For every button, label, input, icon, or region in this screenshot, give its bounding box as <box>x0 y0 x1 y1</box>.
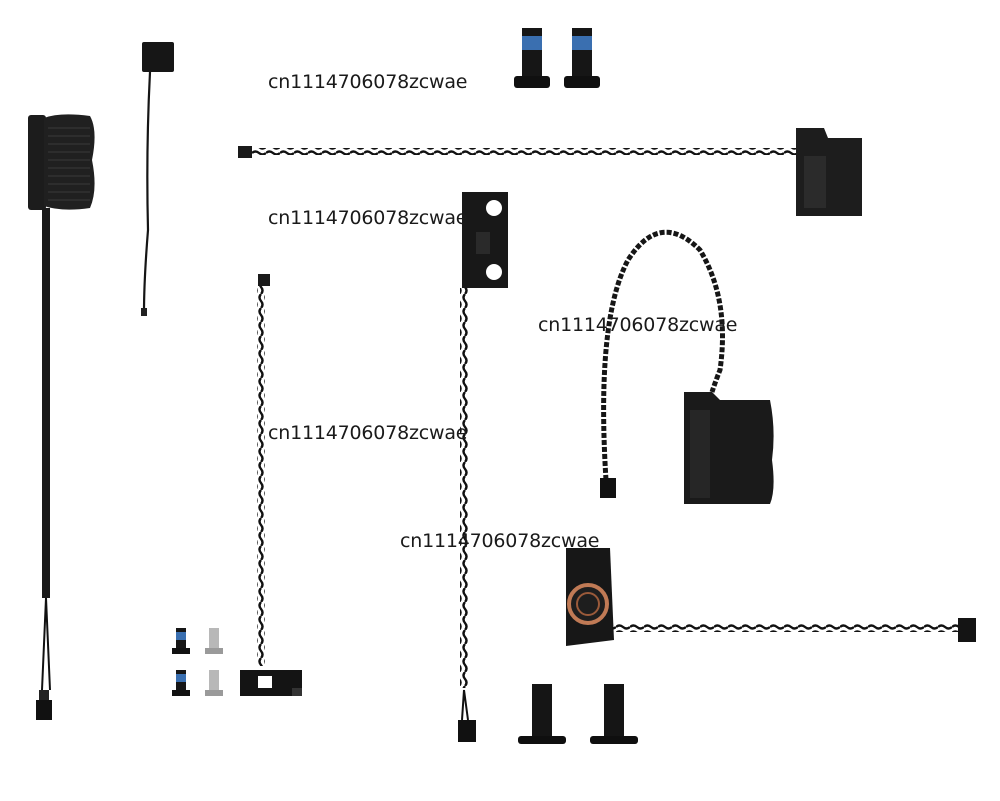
watermark-text: cn1114706078zcwae <box>538 314 738 336</box>
watermark-text: cn1114706078zcwae <box>268 422 468 444</box>
center-bracket-cable <box>458 192 508 742</box>
watermark-text: cn1114706078zcwae <box>268 207 468 229</box>
thin-cable-with-clip <box>240 274 302 696</box>
coil-sensor-cable <box>566 548 976 646</box>
watermark-text: cn1114706078zcwae <box>268 71 468 93</box>
horizontal-twisted-cable <box>238 128 862 216</box>
small-connector-cable <box>141 42 174 316</box>
loop-cable-with-pad <box>600 229 774 504</box>
bottom-screws <box>518 684 638 744</box>
small-screws <box>172 628 223 696</box>
left-long-sensor-cable <box>28 114 95 720</box>
watermark-text: cn1114706078zcwae <box>400 530 600 552</box>
top-screws <box>514 28 600 88</box>
